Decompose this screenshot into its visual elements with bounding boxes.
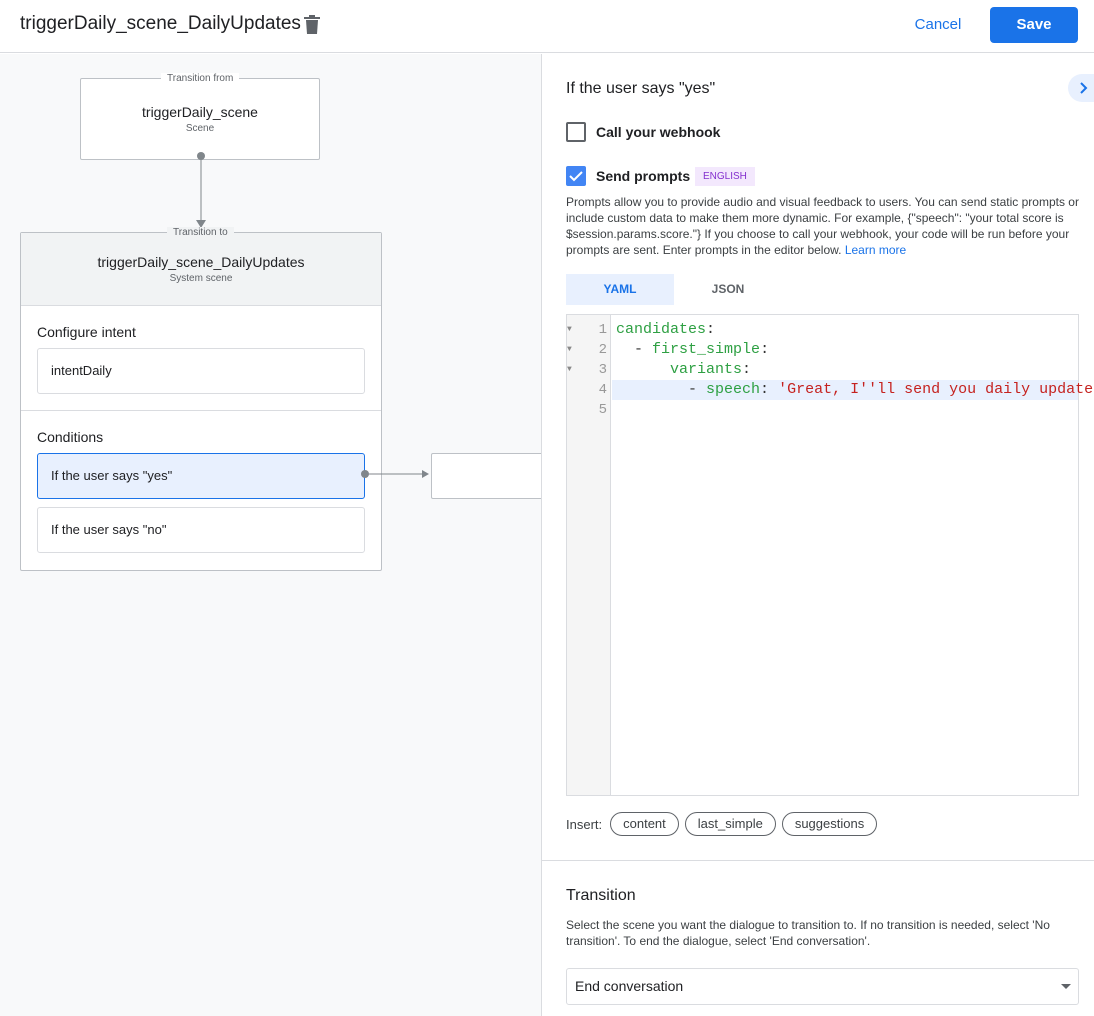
from-scene-name: triggerDaily_scene	[142, 104, 258, 120]
fold-icon[interactable]: ▼	[567, 325, 572, 334]
language-badge: ENGLISH	[695, 167, 755, 186]
panel-heading: If the user says "yes"	[566, 80, 716, 97]
divider	[542, 860, 1094, 861]
transition-heading: Transition	[566, 887, 636, 904]
yaml-key: variants	[670, 361, 743, 378]
condition-connector	[361, 470, 429, 478]
from-scene-type: Scene	[185, 123, 215, 134]
tab-json[interactable]: JSON	[711, 282, 745, 296]
yaml-key: first_simple	[652, 341, 761, 358]
yaml-string: 'Great, I''ll send you daily updates.	[778, 381, 1094, 398]
trash-icon[interactable]	[304, 15, 320, 34]
scene-canvas: Transition from triggerDaily_scene Scene…	[0, 54, 541, 1016]
line-number: 1	[598, 322, 607, 338]
prompts-label: Send prompts	[596, 168, 691, 184]
checkmark-icon	[569, 171, 583, 182]
transition-to-label: Transition to	[167, 227, 234, 238]
configure-intent-heading: Configure intent	[37, 324, 136, 340]
learn-more-link[interactable]: Learn more	[844, 243, 907, 257]
transition-select[interactable]: End conversation	[566, 968, 1079, 1005]
insert-row: Insert: content last_simple suggestions	[566, 812, 883, 836]
insert-label: Insert:	[566, 816, 603, 832]
cancel-button[interactable]: Cancel	[914, 16, 962, 33]
condition-yes[interactable]: If the user says "yes"	[37, 453, 365, 499]
to-scene-type: System scene	[169, 273, 233, 284]
transition-value: End conversation	[575, 978, 684, 994]
insert-chip-last-simple[interactable]: last_simple	[684, 812, 776, 836]
chevron-right-icon	[1080, 82, 1088, 94]
fold-icon[interactable]: ▼	[567, 345, 572, 354]
yaml-key: candidates	[616, 321, 707, 338]
condition-panel: If the user says "yes" Call your webhook…	[541, 54, 1094, 1016]
line-number: 4	[598, 382, 607, 398]
empty-target-card[interactable]	[431, 453, 541, 499]
connector-arrow	[196, 152, 206, 228]
tab-yaml[interactable]: YAML	[566, 274, 674, 305]
header: triggerDaily_scene_DailyUpdates Cancel S…	[0, 0, 1094, 53]
intent-item[interactable]: intentDaily	[37, 348, 365, 394]
page-title: triggerDaily_scene_DailyUpdates	[20, 13, 301, 34]
code-line: 5	[599, 400, 1078, 420]
yaml-key: speech	[706, 381, 761, 398]
code-line: ▼3 variants:	[567, 361, 752, 378]
insert-chip-suggestions[interactable]: suggestions	[781, 812, 878, 836]
line-number: 2	[598, 342, 607, 358]
collapse-panel-button[interactable]	[1068, 74, 1094, 102]
transition-to-card: Transition to triggerDaily_scene_DailyUp…	[20, 227, 382, 571]
dropdown-arrow-icon	[1061, 984, 1071, 989]
transition-description: Select the scene you want the dialogue t…	[566, 918, 1050, 948]
line-number: 3	[598, 362, 607, 378]
code-line: 4 - speech: 'Great, I''ll send you daily…	[599, 380, 1094, 400]
prompts-checkbox[interactable]	[566, 166, 586, 186]
insert-chip-content[interactable]: content	[610, 812, 679, 836]
transition-from-label: Transition from	[161, 73, 240, 84]
to-scene-name: triggerDaily_scene_DailyUpdates	[97, 254, 305, 270]
transition-from-card[interactable]: Transition from triggerDaily_scene Scene	[80, 73, 320, 160]
save-button[interactable]: Save	[990, 7, 1078, 43]
webhook-label: Call your webhook	[596, 124, 721, 140]
fold-icon[interactable]: ▼	[567, 365, 572, 374]
conditions-heading: Conditions	[37, 429, 104, 445]
prompts-description: Prompts allow you to provide audio and v…	[566, 194, 1082, 258]
code-line: ▼2 - first_simple:	[567, 341, 770, 358]
description-text: Prompts allow you to provide audio and v…	[566, 195, 1079, 257]
line-number: 5	[598, 402, 607, 418]
webhook-checkbox[interactable]	[566, 122, 586, 142]
condition-no[interactable]: If the user says "no"	[37, 507, 365, 553]
